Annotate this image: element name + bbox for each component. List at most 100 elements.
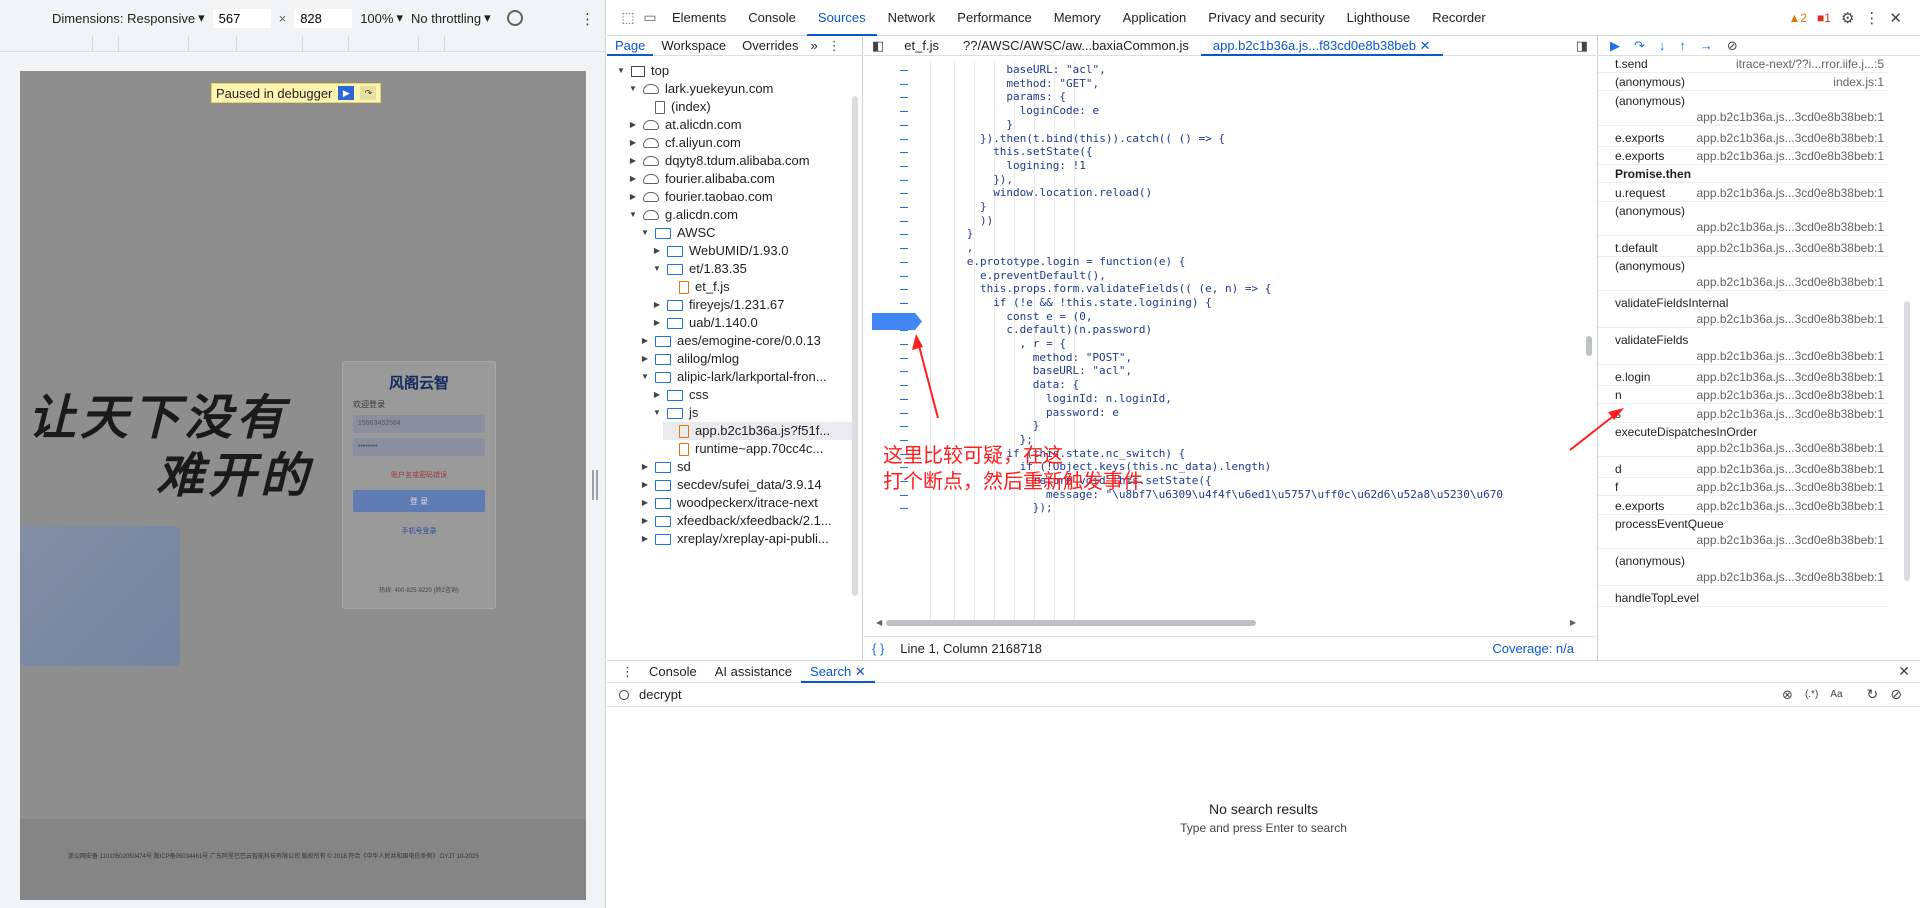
tab-performance[interactable]: Performance: [957, 9, 1032, 25]
code-line[interactable]: method: "POST",: [1032, 350, 1133, 364]
tree-item[interactable]: ▼g.alicdn.com: [627, 206, 855, 224]
code-line[interactable]: window.location.reload(): [993, 186, 1153, 200]
code-line[interactable]: logining: !1: [1006, 158, 1086, 172]
frame-location[interactable]: app.b2c1b36a.js...3cd0e8b38beb:1: [1696, 220, 1885, 235]
expand-arrow-icon[interactable]: ▶: [641, 516, 649, 525]
frame-location[interactable]: index.js:1: [1833, 75, 1884, 90]
frame-location[interactable]: app.b2c1b36a.js...3cd0e8b38beb:1: [1696, 441, 1885, 455]
code-line[interactable]: params: {: [1006, 90, 1066, 104]
more-tabs-icon[interactable]: »: [810, 38, 818, 53]
tree-item[interactable]: ▼et/1.83.35: [651, 260, 855, 278]
drawer-tab-ai-assistance[interactable]: AI assistance: [706, 661, 801, 683]
tree-item[interactable]: ▶fourier.alibaba.com: [627, 170, 855, 188]
resume-icon[interactable]: ▶: [338, 86, 355, 100]
frame-location[interactable]: app.b2c1b36a.js...3cd0e8b38beb:1: [1696, 149, 1885, 163]
tree-item[interactable]: ▶uab/1.140.0: [651, 314, 855, 332]
tree-item[interactable]: et_f.js: [663, 278, 855, 296]
editor-tab[interactable]: ??/AWSC/AWSC/aw...baxiaCommon.js: [951, 36, 1201, 56]
code-line[interactable]: const e = (0,: [1006, 309, 1093, 323]
drawer-tab-console[interactable]: Console: [640, 661, 706, 683]
expand-arrow-icon[interactable]: ▶: [641, 534, 649, 543]
code-line[interactable]: data: {: [1032, 378, 1080, 392]
expand-arrow-icon[interactable]: ▶: [629, 192, 637, 201]
close-devtools-icon[interactable]: ✕: [1889, 10, 1902, 27]
expand-arrow-icon[interactable]: ▼: [629, 210, 637, 219]
match-case-toggle[interactable]: Aa: [1830, 689, 1843, 700]
settings-gear-icon[interactable]: ⚙: [1840, 10, 1855, 27]
close-drawer-icon[interactable]: ✕: [1898, 663, 1910, 679]
editor-tab[interactable]: et_f.js: [892, 36, 951, 56]
toggle-navigator-icon[interactable]: ◧: [872, 37, 885, 53]
tree-item[interactable]: ▶cf.aliyun.com: [627, 134, 855, 152]
clear-search-icon[interactable]: ⊗: [1782, 686, 1793, 702]
frame-location[interactable]: app.b2c1b36a.js...3cd0e8b38beb:1: [1696, 312, 1885, 327]
code-line[interactable]: c.default)(n.password): [1006, 323, 1153, 337]
tab-console[interactable]: Console: [748, 9, 796, 25]
tree-item[interactable]: ▶xfeedback/xfeedback/2.1...: [639, 512, 855, 530]
expand-arrow-icon[interactable]: ▶: [629, 120, 637, 129]
resize-handle[interactable]: [592, 470, 598, 500]
code-line[interactable]: baseURL: "acl",: [1006, 63, 1106, 76]
step-over-icon[interactable]: ↷: [360, 86, 377, 100]
close-tab-icon[interactable]: ✕: [851, 663, 866, 679]
expand-arrow-icon[interactable]: ▼: [653, 408, 661, 417]
expand-arrow-icon[interactable]: ▶: [641, 462, 649, 471]
frame-location[interactable]: app.b2c1b36a.js...3cd0e8b38beb:1: [1696, 498, 1885, 513]
step-icon[interactable]: →: [1699, 38, 1713, 53]
call-frame[interactable]: (anonymous)index.js:1: [1598, 74, 1888, 92]
tree-item[interactable]: (index): [639, 98, 855, 116]
expand-arrow-icon[interactable]: ▼: [641, 372, 649, 381]
deactivate-breakpoints-icon[interactable]: ⊘: [1726, 37, 1738, 53]
tab-application[interactable]: Application: [1122, 9, 1187, 25]
tab-memory[interactable]: Memory: [1053, 9, 1101, 25]
expand-arrow-icon[interactable]: ▶: [641, 354, 649, 363]
media-query-ruler[interactable]: [0, 36, 605, 52]
code-line[interactable]: e.prototype.login = function(e) {: [966, 254, 1186, 268]
clear-results-icon[interactable]: ⊘: [1890, 686, 1902, 702]
width-input[interactable]: [212, 8, 271, 28]
tree-item[interactable]: ▶aes/emogine-core/0.0.13: [639, 332, 855, 350]
refresh-icon[interactable]: ↻: [1866, 686, 1879, 702]
frame-location[interactable]: app.b2c1b36a.js...3cd0e8b38beb:1: [1696, 533, 1885, 547]
editor-horizontal-scrollbar[interactable]: ◀ ▶: [876, 618, 1576, 628]
frame-location[interactable]: app.b2c1b36a.js...3cd0e8b38beb:1: [1696, 275, 1885, 290]
expand-arrow-icon[interactable]: ▶: [641, 336, 649, 345]
call-frame[interactable]: (anonymous)app.b2c1b36a.js...3cd0e8b38be…: [1598, 258, 1888, 292]
frame-location[interactable]: app.b2c1b36a.js...3cd0e8b38beb:1: [1696, 349, 1885, 363]
expand-arrow-icon[interactable]: ▼: [641, 228, 649, 237]
drawer-menu-icon[interactable]: ⋮: [621, 663, 634, 679]
expand-arrow-icon[interactable]: ▶: [653, 390, 661, 399]
coverage-status[interactable]: Coverage: n/a: [1492, 641, 1574, 656]
call-frame[interactable]: (anonymous)app.b2c1b36a.js...3cd0e8b38be…: [1598, 553, 1888, 586]
tree-item[interactable]: ▶xreplay/xreplay-api-publi...: [639, 530, 855, 548]
tree-item[interactable]: ▼top: [615, 62, 855, 80]
code-line[interactable]: this.setState({: [993, 145, 1093, 159]
height-input[interactable]: [294, 8, 353, 28]
tree-item[interactable]: runtime~app.70cc4c...: [663, 440, 855, 458]
breakpoint-marker[interactable]: [872, 313, 922, 330]
frame-location[interactable]: app.b2c1b36a.js...3cd0e8b38beb:1: [1696, 388, 1885, 403]
rotate-icon[interactable]: [506, 10, 523, 26]
phone-login-link[interactable]: 手机号登录: [401, 528, 437, 535]
code-line[interactable]: e.preventDefault(),: [980, 268, 1106, 282]
frame-location[interactable]: app.b2c1b36a.js...3cd0e8b38beb:1: [1696, 130, 1885, 145]
code-line[interactable]: }).then(t.bind(this)).catch(( () => {: [980, 131, 1226, 145]
tab-recorder[interactable]: Recorder: [1432, 9, 1486, 25]
tree-item[interactable]: app.b2c1b36a.js?f51f...: [663, 422, 855, 440]
code-line[interactable]: this.props.form.validateFields(( (e, n) …: [980, 282, 1272, 296]
code-line[interactable]: }: [966, 227, 974, 241]
dimensions-dropdown[interactable]: Dimensions: Responsive▾: [52, 10, 205, 26]
code-line[interactable]: )): [980, 213, 994, 227]
expand-arrow-icon[interactable]: ▶: [653, 318, 661, 327]
frame-location[interactable]: app.b2c1b36a.js...3cd0e8b38beb:1: [1696, 461, 1885, 476]
more-options-icon[interactable]: ⋮: [1864, 10, 1880, 27]
tree-item[interactable]: ▶dqyty8.tdum.alibaba.com: [627, 152, 855, 170]
pretty-print-icon[interactable]: { }: [872, 641, 885, 656]
